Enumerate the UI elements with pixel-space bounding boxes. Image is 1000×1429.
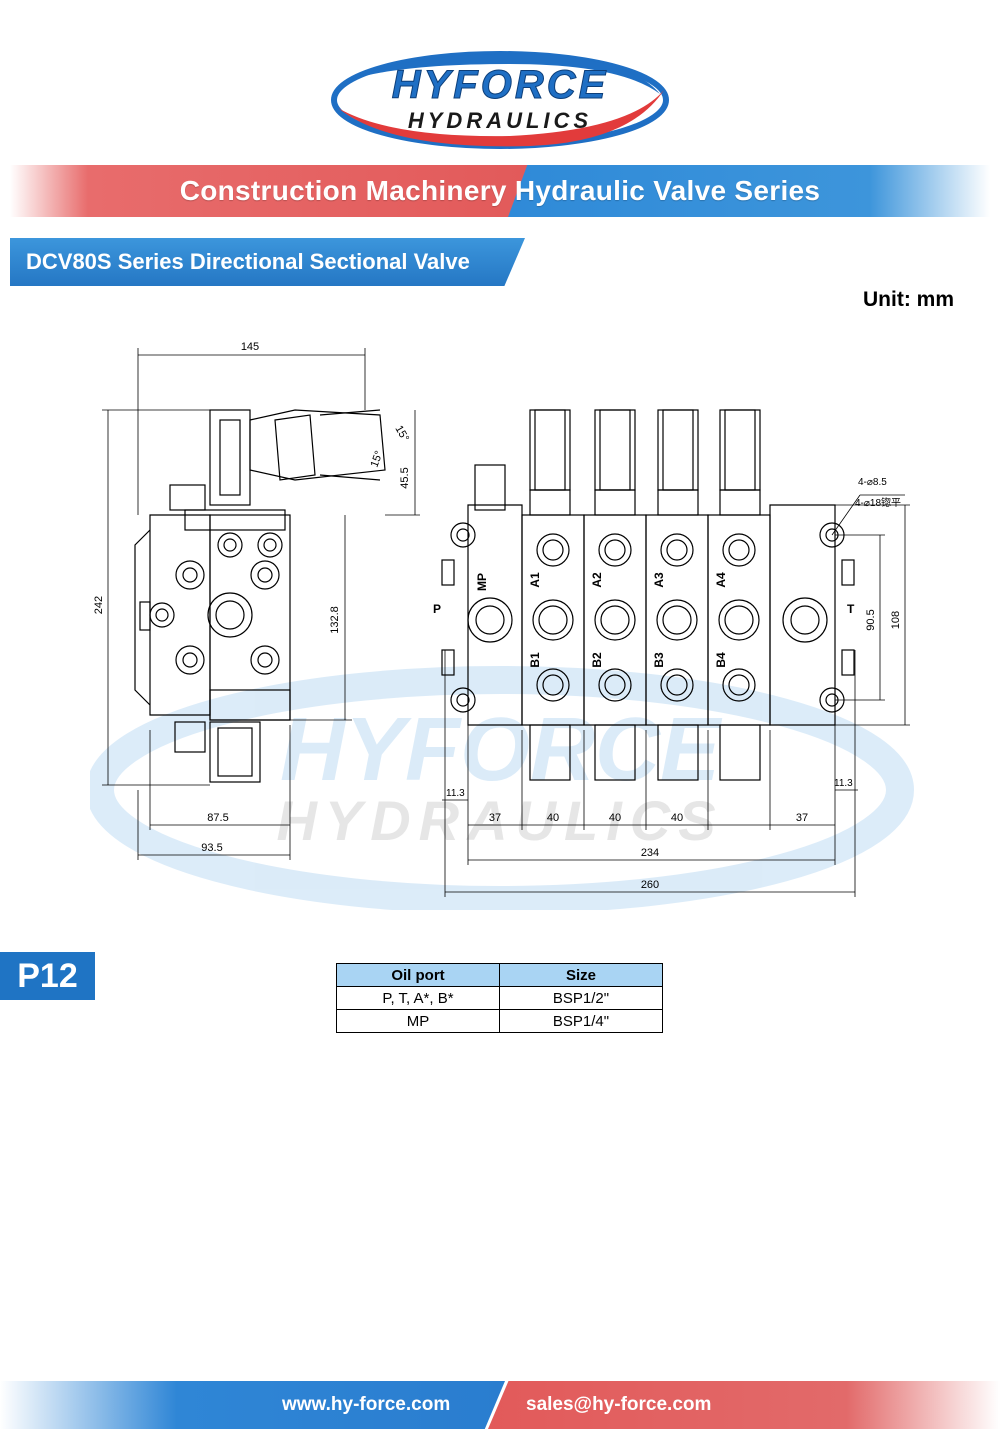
dim-edge-left: 11.3	[446, 788, 465, 799]
series-title: Construction Machinery Hydraulic Valve S…	[179, 175, 821, 206]
table-header-row: Oil port Size	[336, 963, 663, 987]
dim-edge-right: 11.3	[834, 778, 853, 789]
port-p-label: P	[433, 602, 441, 616]
oil-port-table: Oil port Size P, T, A*, B* BSP1/2" MP BS…	[336, 963, 663, 1033]
svg-text:HYDRAULICS: HYDRAULICS	[276, 789, 723, 852]
table-cell: BSP1/2"	[499, 986, 663, 1010]
page-tag: P12	[0, 952, 95, 1000]
dim-angle-bottom: 15°	[369, 449, 386, 469]
dim-length-inner: 234	[641, 847, 659, 859]
dim-hole-a: 4-⌀8.5	[858, 477, 887, 488]
port-t-label: T	[847, 602, 855, 616]
watermark: HYFORCE HYDRAULICS	[90, 666, 914, 910]
dim-pitch-2: 40	[547, 812, 559, 824]
table-cell: MP	[336, 1009, 500, 1033]
dim-depth-b: 93.5	[201, 842, 222, 854]
port-a3-label: A3	[652, 572, 666, 588]
website-link[interactable]: www.hy-force.com	[282, 1394, 451, 1415]
port-b3-label: B3	[652, 652, 666, 668]
dim-pitch-5: 37	[796, 812, 808, 824]
table-row: MP BSP1/4"	[336, 1009, 663, 1033]
dim-depth-a: 87.5	[207, 812, 228, 824]
dim-angle-top: 15°	[392, 424, 411, 444]
hyforce-logo: HYFORCE HYDRAULICS	[331, 51, 669, 149]
port-a2-label: A2	[590, 572, 604, 588]
dim-pitch-1: 37	[489, 812, 501, 824]
port-mp-label: MP	[475, 573, 489, 591]
product-banner: DCV80S Series Directional Sectional Valv…	[10, 238, 525, 286]
footer-banner: www.hy-force.com sales@hy-force.com	[0, 1381, 1000, 1429]
port-a1-label: A1	[528, 572, 542, 588]
svg-text:HYFORCE: HYFORCE	[280, 700, 723, 800]
table-header-cell: Oil port	[336, 963, 500, 987]
table-cell: P, T, A*, B*	[336, 986, 500, 1010]
product-title: DCV80S Series Directional Sectional Valv…	[26, 249, 470, 274]
port-b4-label: B4	[714, 652, 728, 668]
port-a4-label: A4	[714, 572, 728, 588]
technical-drawing: HYFORCE HYDRAULICS	[90, 341, 914, 910]
series-banner: Construction Machinery Hydraulic Valve S…	[10, 165, 990, 217]
table-header-cell: Size	[499, 963, 663, 987]
dim-lever-height: 45.5	[399, 467, 411, 488]
dim-side-width: 145	[241, 341, 259, 353]
email-link[interactable]: sales@hy-force.com	[526, 1394, 712, 1415]
table-row: P, T, A*, B* BSP1/2"	[336, 986, 663, 1010]
dim-length-total: 260	[641, 879, 659, 891]
table-cell: BSP1/4"	[499, 1009, 663, 1033]
port-b1-label: B1	[528, 652, 542, 668]
dim-mount-height-outer: 108	[890, 611, 902, 629]
port-b2-label: B2	[590, 652, 604, 668]
dim-mount-height: 90.5	[865, 609, 877, 630]
logo-line2: HYDRAULICS	[408, 108, 592, 133]
dim-pitch-4: 40	[671, 812, 683, 824]
logo-line1: HYFORCE	[392, 63, 609, 107]
dim-body-height: 132.8	[329, 606, 341, 634]
dim-pitch-3: 40	[609, 812, 621, 824]
dim-hole-b: 4-⌀18锪平	[855, 496, 901, 509]
unit-label: Unit: mm	[863, 288, 954, 311]
dim-side-height: 242	[93, 596, 105, 614]
